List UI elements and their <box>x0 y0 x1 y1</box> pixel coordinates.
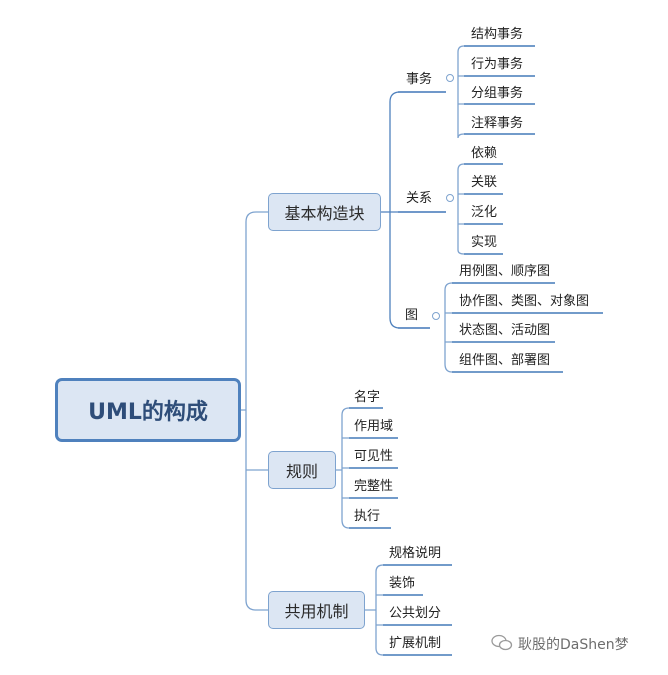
branch-rules[interactable]: 规则 <box>268 451 336 489</box>
list-item[interactable]: 依赖 <box>471 146 498 161</box>
list-item[interactable]: 用例图、顺序图 <box>459 264 551 279</box>
list-item[interactable]: 状态图、活动图 <box>459 323 551 338</box>
root-node[interactable]: UML的构成 <box>55 378 241 442</box>
list-item[interactable]: 注释事务 <box>471 116 524 131</box>
list-item[interactable]: 规格说明 <box>389 546 442 561</box>
list-item[interactable]: 行为事务 <box>471 57 524 72</box>
group-relations[interactable]: 关系 <box>406 191 433 206</box>
branch-label: 规则 <box>285 462 318 481</box>
list-item[interactable]: 作用域 <box>354 419 394 434</box>
list-item[interactable]: 扩展机制 <box>389 636 442 651</box>
list-item[interactable]: 泛化 <box>471 205 498 220</box>
wechat-icon <box>491 634 513 651</box>
list-item[interactable]: 结构事务 <box>471 27 524 42</box>
collapse-toggle-icon <box>432 312 440 320</box>
list-item[interactable]: 公共划分 <box>389 606 442 621</box>
root-label: UML的构成 <box>88 400 208 425</box>
list-item[interactable]: 实现 <box>471 235 498 250</box>
list-item[interactable]: 分组事务 <box>471 86 524 101</box>
list-item[interactable]: 协作图、类图、对象图 <box>459 294 590 309</box>
group-diagrams[interactable]: 图 <box>405 308 419 323</box>
branch-basic-blocks[interactable]: 基本构造块 <box>268 193 381 231</box>
list-item[interactable]: 可见性 <box>354 449 394 464</box>
branch-label: 共用机制 <box>284 602 349 621</box>
collapse-toggle-icon <box>446 74 454 82</box>
list-item[interactable]: 装饰 <box>389 576 416 591</box>
collapse-toggle-icon <box>446 194 454 202</box>
list-item[interactable]: 名字 <box>354 390 381 405</box>
watermark-text: 耿股的DaShen梦 <box>518 637 629 653</box>
list-item[interactable]: 组件图、部署图 <box>459 353 551 368</box>
branch-common-mechanisms[interactable]: 共用机制 <box>268 591 365 629</box>
branch-label: 基本构造块 <box>284 204 365 223</box>
list-item[interactable]: 完整性 <box>354 479 394 494</box>
group-things[interactable]: 事务 <box>406 72 433 87</box>
list-item[interactable]: 执行 <box>354 509 381 524</box>
list-item[interactable]: 关联 <box>471 175 498 190</box>
